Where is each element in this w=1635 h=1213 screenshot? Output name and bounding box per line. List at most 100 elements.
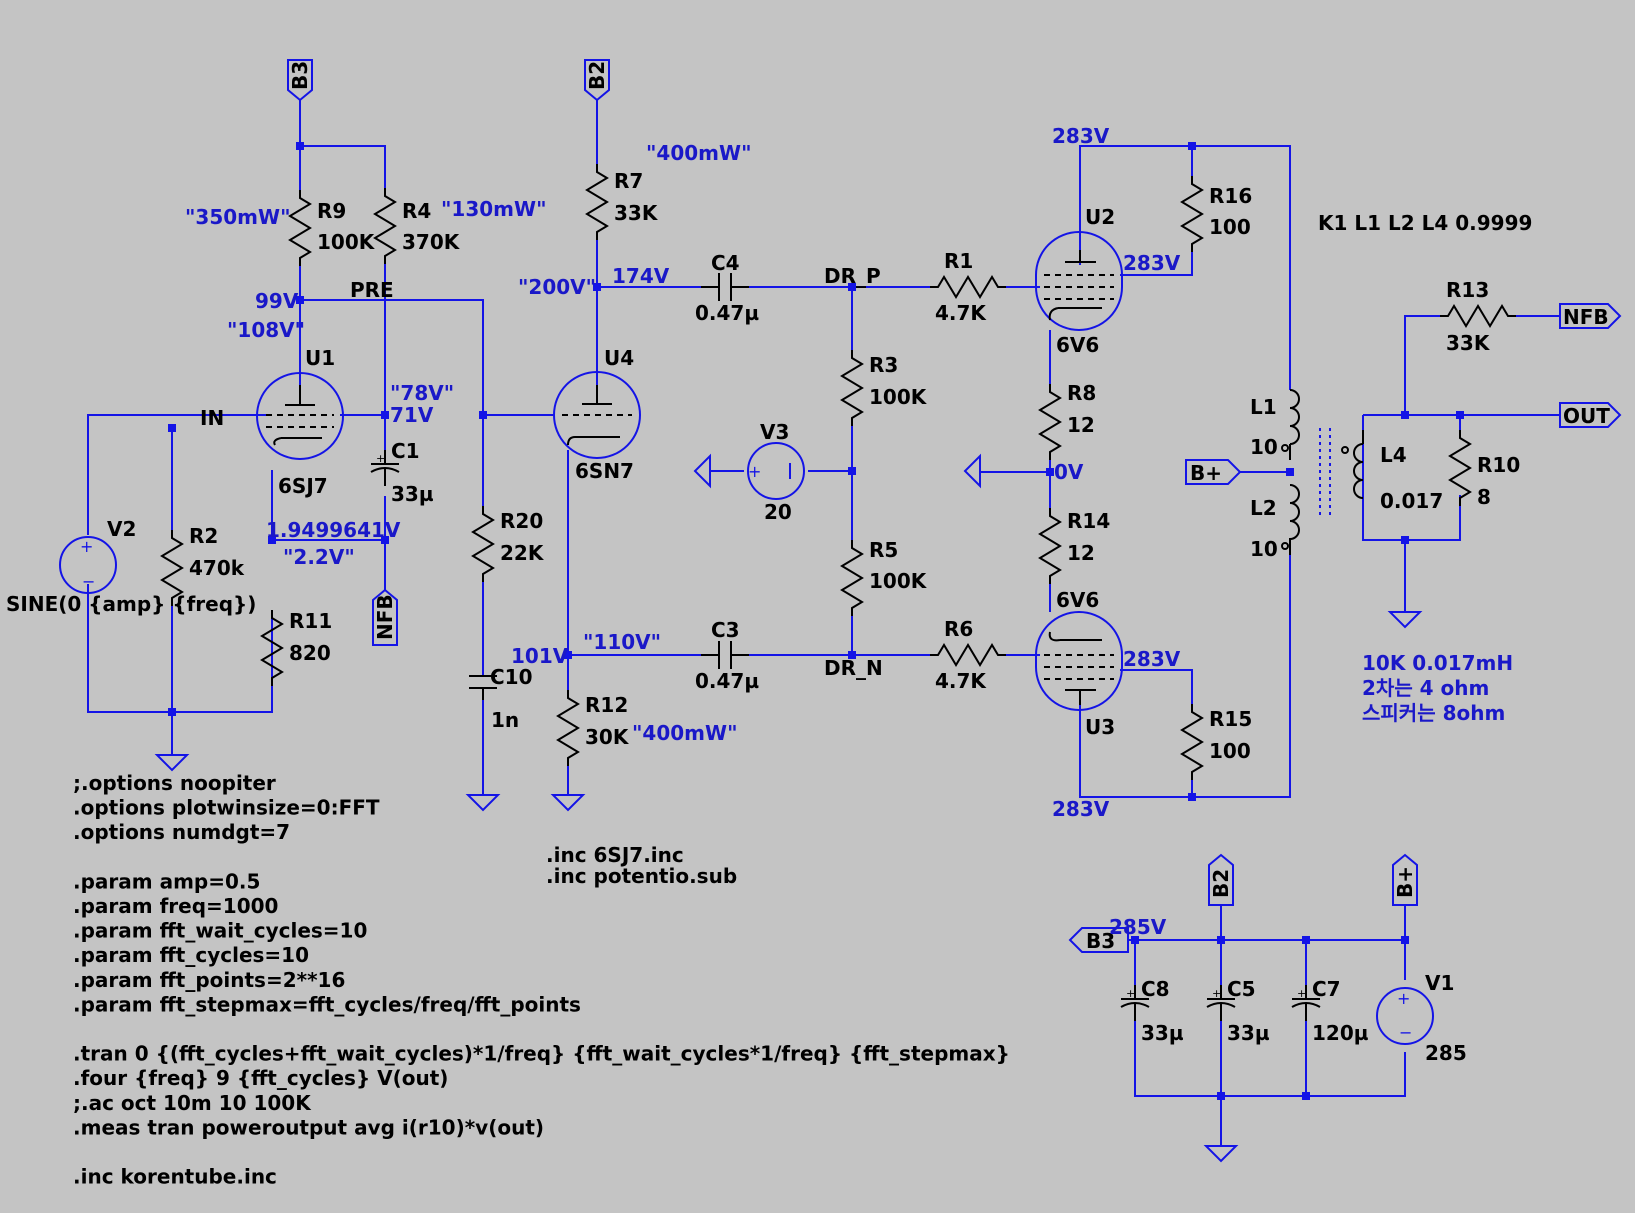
resistor-R5[interactable] — [841, 539, 863, 617]
spice-line: .options numdgt=7 — [73, 820, 290, 844]
spice-line: .tran 0 {(fft_cycles+fft_wait_cycles)*1/… — [73, 1042, 1010, 1066]
spice-line: .param fft_points=2**16 — [73, 968, 345, 992]
source-V3[interactable]: + — [747, 442, 805, 500]
svg-text:R12: R12 — [585, 693, 628, 717]
svg-text:U3: U3 — [1085, 715, 1115, 739]
svg-text:NFB: NFB — [1563, 305, 1609, 329]
svg-text:0.47µ: 0.47µ — [695, 301, 759, 325]
source-V1[interactable]: + − — [1376, 987, 1434, 1045]
svg-text:71V: 71V — [390, 403, 434, 427]
svg-text:120µ: 120µ — [1312, 1021, 1369, 1045]
port-B3-supply[interactable]: B3 — [1068, 927, 1129, 953]
svg-text:0V: 0V — [1054, 460, 1084, 484]
svg-text:B+: B+ — [1190, 461, 1222, 485]
svg-text:−: − — [1399, 1023, 1412, 1042]
svg-text:R14: R14 — [1067, 509, 1110, 533]
tube-U2[interactable] — [1035, 231, 1123, 331]
svg-text:R11: R11 — [289, 609, 332, 633]
port-NFB-right[interactable]: NFB — [1559, 303, 1622, 329]
source-V2[interactable]: + − — [59, 536, 117, 594]
resistor-R10[interactable] — [1449, 429, 1471, 507]
svg-text:22K: 22K — [500, 541, 545, 565]
svg-text:33µ: 33µ — [1141, 1021, 1184, 1045]
svg-text:R10: R10 — [1477, 453, 1520, 477]
port-B3-top[interactable]: B3 — [287, 59, 313, 102]
svg-text:285: 285 — [1425, 1041, 1467, 1065]
resistor-R3[interactable] — [841, 349, 863, 427]
ground-symbols — [156, 453, 1421, 1162]
svg-text:B+: B+ — [1393, 866, 1417, 898]
tube-U4[interactable] — [553, 371, 641, 459]
svg-text:IN: IN — [200, 406, 224, 430]
svg-text:100K: 100K — [869, 385, 928, 409]
svg-text:370K: 370K — [402, 230, 461, 254]
svg-text:33µ: 33µ — [391, 482, 434, 506]
svg-text:+: + — [80, 537, 93, 556]
svg-text:L4: L4 — [1380, 443, 1407, 467]
resistor-R16[interactable] — [1181, 175, 1203, 253]
port-NFB-left[interactable]: NFB — [372, 588, 398, 646]
svg-text:R8: R8 — [1067, 381, 1096, 405]
transformer[interactable] — [1281, 389, 1364, 555]
spice-directives: ;.options noopiter.options plotwinsize=0… — [73, 771, 1010, 1189]
resistor-R20[interactable] — [472, 505, 494, 583]
spice-line: ;.options noopiter — [73, 771, 276, 795]
svg-text:U1: U1 — [305, 346, 335, 370]
spice-line: .inc 6SJ7.inc — [546, 843, 684, 867]
svg-text:R2: R2 — [189, 524, 218, 548]
resistor-R6[interactable] — [929, 644, 1007, 666]
svg-text:V1: V1 — [1425, 971, 1454, 995]
voltage-annotations: "350mW" "130mW" "400mW" "400mW" 99V "108… — [185, 124, 1181, 939]
svg-text:820: 820 — [289, 641, 331, 665]
spice-line: .inc korentube.inc — [73, 1165, 277, 1189]
resistor-R4[interactable] — [374, 187, 396, 265]
port-B2-top[interactable]: B2 — [584, 59, 610, 102]
svg-text:OUT: OUT — [1563, 404, 1610, 428]
tube-U1[interactable] — [256, 372, 344, 460]
port-OUT[interactable]: OUT — [1559, 402, 1622, 428]
tube-U3[interactable] — [1035, 611, 1123, 711]
svg-text:100K: 100K — [869, 569, 928, 593]
resistor-R14[interactable] — [1039, 507, 1061, 585]
resistor-R8[interactable] — [1039, 383, 1061, 461]
svg-text:33µ: 33µ — [1227, 1021, 1270, 1045]
svg-text:12: 12 — [1067, 413, 1095, 437]
svg-text:C1: C1 — [391, 439, 420, 463]
resistor-R9[interactable] — [289, 189, 311, 267]
resistor-R13[interactable] — [1439, 305, 1517, 327]
spice-line: .param freq=1000 — [73, 894, 278, 918]
svg-text:"130mW": "130mW" — [441, 197, 547, 221]
spice-line: .meas tran poweroutput avg i(r10)*v(out) — [73, 1115, 544, 1139]
svg-text:10K 0.017mH: 10K 0.017mH — [1362, 651, 1513, 675]
junction-dots — [168, 142, 1464, 1100]
svg-text:R7: R7 — [614, 169, 643, 193]
capacitor-C4[interactable] — [700, 272, 750, 302]
coupling-directive: K1 L1 L2 L4 0.9999 — [1318, 211, 1532, 235]
svg-text:"350mW": "350mW" — [185, 205, 291, 229]
spice-includes: .inc 6SJ7.inc.inc potentio.sub — [546, 843, 737, 888]
svg-text:6V6: 6V6 — [1056, 588, 1099, 612]
spice-line: .options plotwinsize=0:FFT — [73, 796, 380, 820]
spice-line: .param amp=0.5 — [73, 869, 260, 893]
svg-text:R3: R3 — [869, 353, 898, 377]
resistor-R7[interactable] — [586, 163, 608, 241]
component-labels: R9 100K R4 370K R7 33K R16 100 R1 4.7K R… — [6, 169, 1520, 1065]
spice-line: ;.ac oct 10m 10 100K — [73, 1091, 312, 1115]
svg-text:"2.2V": "2.2V" — [283, 545, 355, 569]
resistor-R15[interactable] — [1181, 703, 1203, 781]
svg-text:R5: R5 — [869, 538, 898, 562]
svg-text:C4: C4 — [711, 251, 740, 275]
resistor-R12[interactable] — [557, 689, 579, 767]
svg-text:33K: 33K — [1446, 331, 1491, 355]
svg-text:6SN7: 6SN7 — [575, 459, 634, 483]
port-Bplus-supply[interactable]: B+ — [1392, 853, 1418, 906]
svg-text:283V: 283V — [1052, 797, 1110, 821]
port-Bplus-xfmr[interactable]: B+ — [1185, 459, 1242, 485]
svg-text:NFB: NFB — [373, 594, 397, 640]
svg-text:R9: R9 — [317, 199, 346, 223]
resistor-R1[interactable] — [929, 276, 1007, 298]
svg-text:DR_P: DR_P — [824, 264, 881, 288]
capacitor-C3[interactable] — [700, 640, 750, 670]
capacitor-C10[interactable] — [469, 675, 497, 700]
port-B2-supply[interactable]: B2 — [1208, 853, 1234, 906]
